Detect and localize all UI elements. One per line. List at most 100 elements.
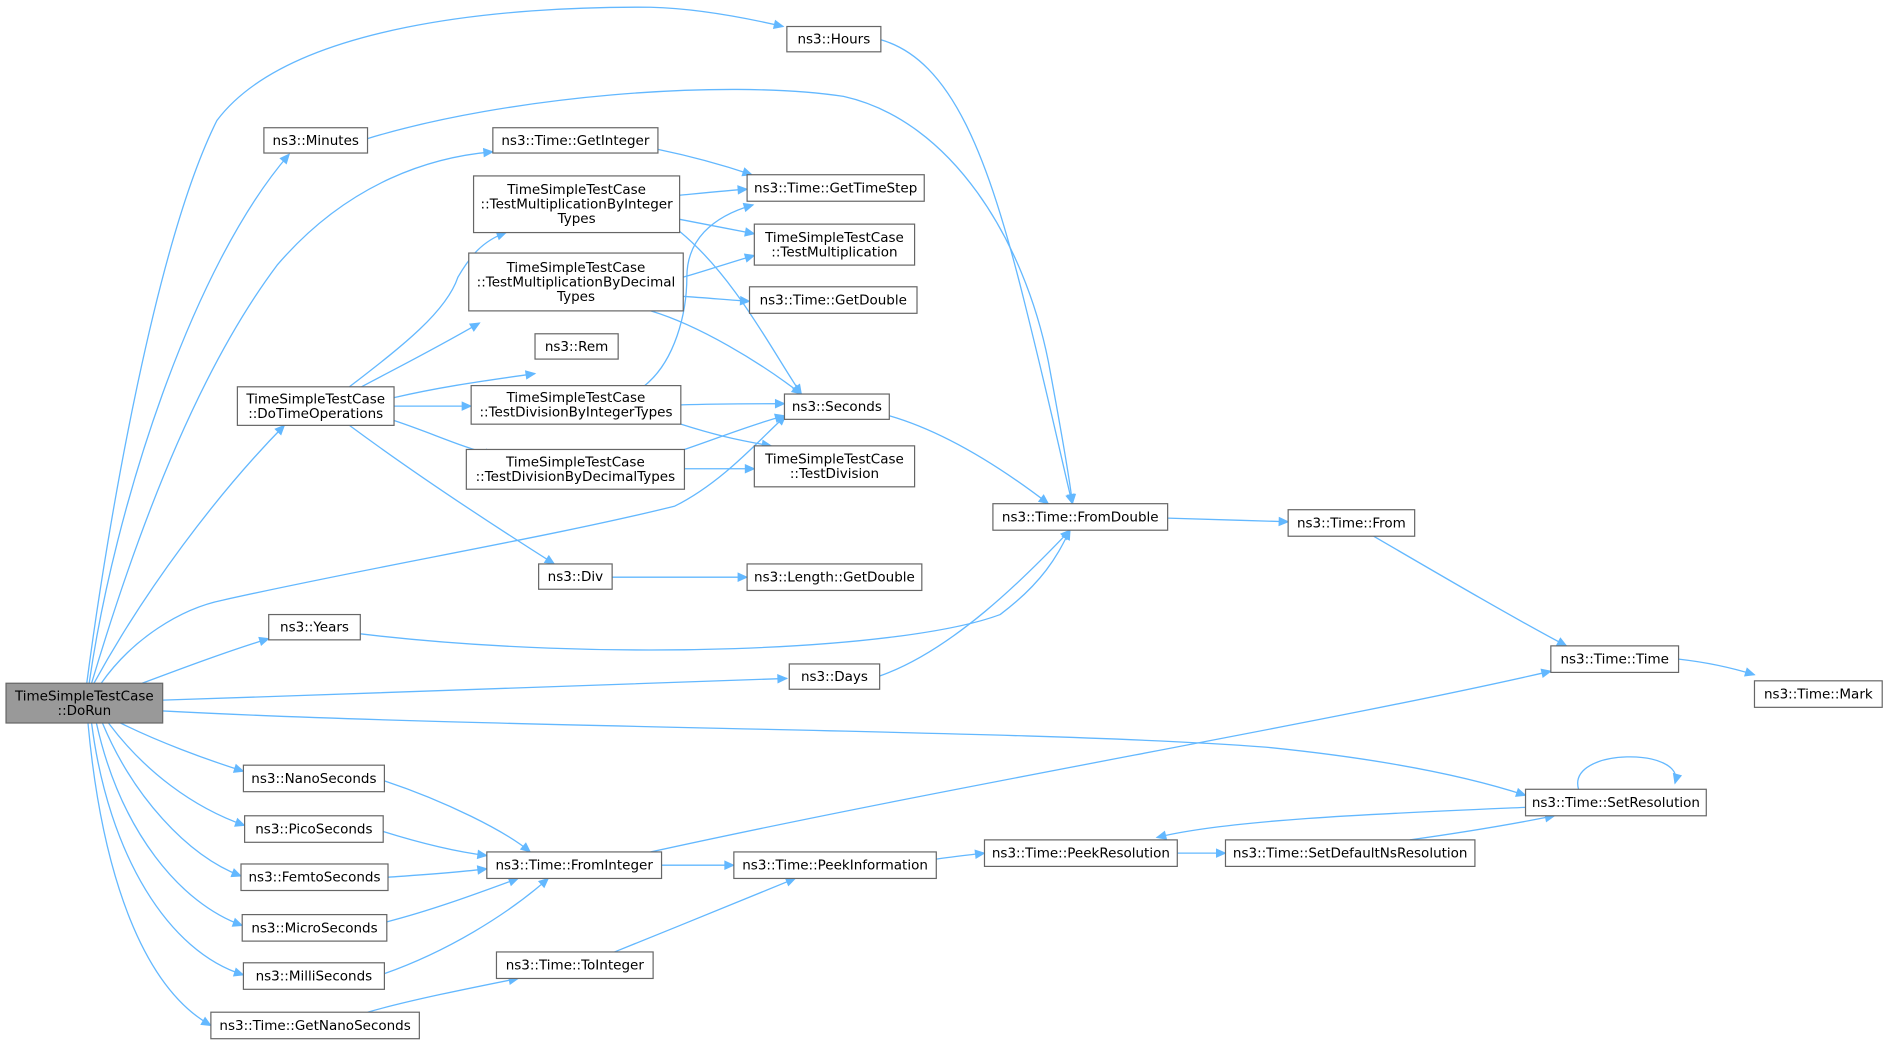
node-label: ns3::Rem [545,339,609,355]
node-seconds[interactable]: ns3::Seconds [783,393,890,420]
node-milliseconds[interactable]: ns3::MilliSeconds [242,962,385,990]
node-box[interactable] [242,962,385,990]
node-box[interactable] [240,863,389,892]
node-picoseconds[interactable]: ns3::PicoSeconds [244,815,384,843]
edge-arrowhead [739,295,751,306]
node-box[interactable] [210,1011,420,1040]
edge-line [645,205,753,386]
node-box[interactable] [538,563,613,590]
node-box[interactable] [746,563,923,592]
node-peekres[interactable]: ns3::Time::PeekResolution [983,839,1178,867]
node-box[interactable] [753,223,916,266]
node-box[interactable] [1550,645,1680,673]
edge-arrowhead [784,877,797,887]
node-box[interactable] [983,839,1178,867]
node-box[interactable] [992,503,1169,531]
node-box[interactable] [788,663,881,690]
node-box[interactable] [5,682,164,724]
node-box[interactable] [472,175,681,234]
node-setdefns[interactable]: ns3::Time::SetDefaultNsResolution [1224,839,1476,867]
edge-line [94,425,284,683]
node-box[interactable] [733,851,937,880]
node-box[interactable] [486,851,663,880]
node-femtoseconds[interactable]: ns3::FemtoSeconds [240,863,389,892]
edge-line [1168,518,1289,522]
edge-line [880,530,1070,676]
edge-arrowhead [231,917,244,927]
node-box[interactable] [1224,839,1476,867]
edge-arrowhead [476,865,489,875]
node-box[interactable] [1287,509,1416,537]
node-frominteger[interactable]: ns3::Time::FromInteger [486,851,663,880]
node-fromdouble[interactable]: ns3::Time::FromDouble [992,503,1169,531]
node-box[interactable] [465,448,686,490]
node-box[interactable] [495,951,654,980]
node-box[interactable] [244,815,384,843]
node-rem[interactable]: ns3::Rem [534,333,619,360]
node-from[interactable]: ns3::Time::From [1287,509,1416,537]
node-lengthgetdouble[interactable]: ns3::Length::GetDouble [746,563,923,592]
edge-line [1410,816,1555,840]
node-box[interactable] [236,386,395,426]
node-hours[interactable]: ns3::Hours [786,25,882,53]
edge-dotimeops-to-rem [394,370,537,398]
node-tdbit[interactable]: TimeSimpleTestCase::TestDivisionByIntege… [470,385,682,425]
node-box[interactable] [783,393,890,420]
node-testmult[interactable]: TimeSimpleTestCase::TestMultiplication [753,223,916,266]
node-label: ::TestDivision [790,466,879,482]
node-box[interactable] [242,764,385,793]
node-nanoseconds[interactable]: ns3::NanoSeconds [242,764,385,793]
node-days[interactable]: ns3::Days [788,663,881,690]
node-minutes[interactable]: ns3::Minutes [263,127,369,154]
node-box[interactable] [1753,680,1883,708]
node-box[interactable] [748,286,918,314]
node-mark[interactable]: ns3::Time::Mark [1753,680,1883,708]
edge-line [121,723,244,771]
edge-arrowhead [232,967,245,977]
edge-arrowhead [744,463,756,474]
node-box[interactable] [263,127,369,154]
node-label: ns3::MicroSeconds [251,920,377,936]
node-box[interactable] [241,913,388,942]
edge-tdbit-to-seconds [681,398,786,409]
node-getnanoseconds[interactable]: ns3::Time::GetNanoSeconds [210,1011,420,1040]
node-box[interactable] [470,385,682,425]
edge-dorun-to-hours [87,7,785,683]
node-box[interactable] [786,25,882,53]
node-box[interactable] [268,613,361,641]
edge-line [651,311,802,394]
node-label: ns3::Years [280,620,349,636]
node-setres[interactable]: ns3::Time::SetResolution [1524,788,1707,817]
node-box[interactable] [753,445,916,488]
node-label: ns3::Time::PeekInformation [742,858,928,874]
node-dorun[interactable]: TimeSimpleTestCase::DoRun [5,682,164,724]
node-gettimestep[interactable]: ns3::Time::GetTimeStep [746,174,925,202]
node-box[interactable] [746,174,925,202]
edge-dorun-to-dotimeops [94,424,286,683]
node-box[interactable] [1524,788,1707,817]
node-years[interactable]: ns3::Years [268,613,361,641]
node-tointeger[interactable]: ns3::Time::ToInteger [495,951,654,980]
edge-tdbdt-to-testdiv [684,463,756,474]
edge-peekinfo-to-peekres [936,849,986,859]
node-tmbit[interactable]: TimeSimpleTestCase::TestMultiplicationBy… [472,175,681,234]
edge-arrowhead [1066,493,1077,505]
edge-dotimeops-to-div [349,425,556,565]
node-microseconds[interactable]: ns3::MicroSeconds [241,913,388,942]
node-box[interactable] [468,252,684,312]
edge-arrowhead [742,202,755,213]
edge-arrowhead [1515,787,1527,797]
node-testdiv[interactable]: TimeSimpleTestCase::TestDivision [753,445,916,488]
node-getdouble[interactable]: ns3::Time::GetDouble [748,286,918,314]
edge-arrowhead [1060,529,1071,541]
node-tdbdt[interactable]: TimeSimpleTestCase::TestDivisionByDecima… [465,448,686,490]
node-peekinfo[interactable]: ns3::Time::PeekInformation [733,851,937,880]
node-getinteger[interactable]: ns3::Time::GetInteger [492,127,659,154]
node-dotimeops[interactable]: TimeSimpleTestCase::DoTimeOperations [236,386,395,426]
node-box[interactable] [534,333,619,360]
node-tmbdt[interactable]: TimeSimpleTestCase::TestMultiplicationBy… [468,252,684,312]
node-timetime[interactable]: ns3::Time::Time [1550,645,1680,673]
node-div[interactable]: ns3::Div [538,563,613,590]
node-label: ns3::Time::FromDouble [1002,509,1159,525]
node-box[interactable] [492,127,659,154]
